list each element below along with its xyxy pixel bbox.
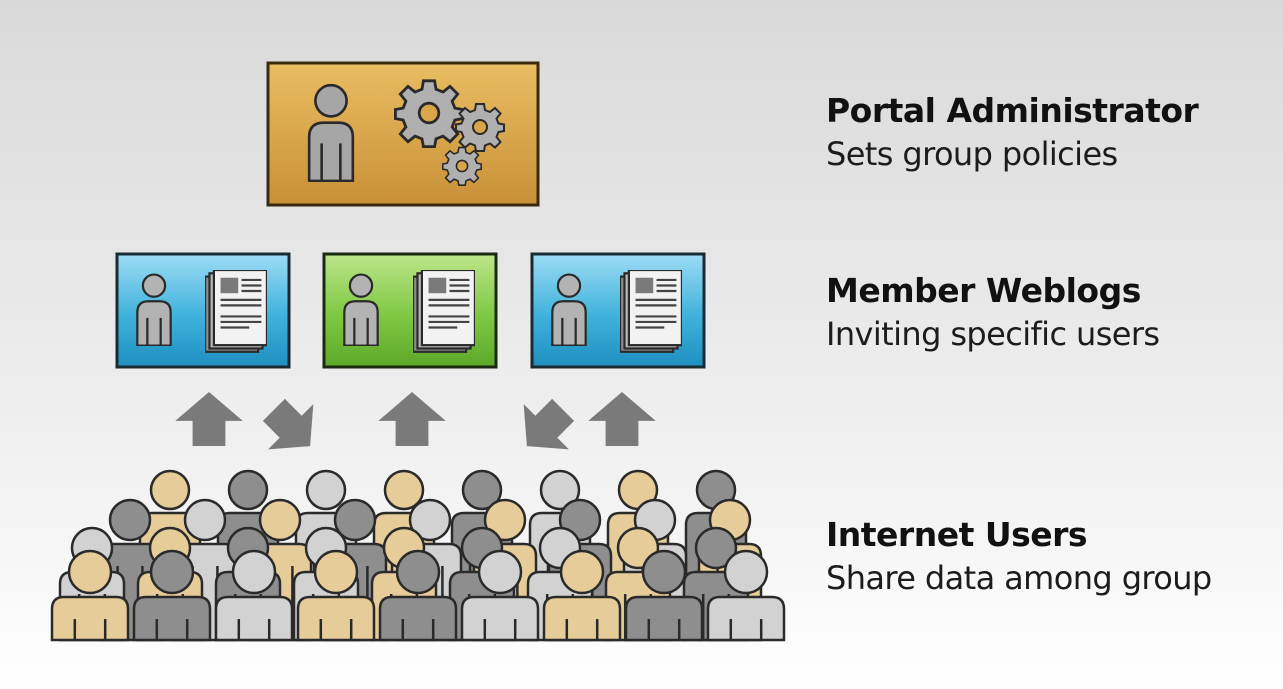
person-icon xyxy=(296,549,376,642)
arrow-up-icon xyxy=(588,392,656,446)
documents-icon xyxy=(205,270,267,353)
caption-member-weblogs: Member Weblogs Inviting specific users xyxy=(826,270,1276,356)
level-title: Internet Users xyxy=(826,515,1088,554)
weblog-box-green-center xyxy=(322,252,498,369)
caption-portal-administrator: Portal Administrator Sets group policies xyxy=(826,90,1276,176)
person-icon xyxy=(343,273,379,346)
level-subtitle: Sets group policies xyxy=(826,135,1118,173)
arrows-row xyxy=(175,387,656,469)
person-icon xyxy=(378,549,458,642)
arrow-diagonal-down-icon xyxy=(504,387,586,469)
person-icon xyxy=(624,549,704,642)
person-icon xyxy=(50,549,130,642)
level-subtitle: Inviting specific users xyxy=(826,315,1160,353)
level-title: Member Weblogs xyxy=(826,271,1141,310)
person-icon xyxy=(542,549,622,642)
level-title: Portal Administrator xyxy=(826,91,1199,130)
person-icon xyxy=(706,549,786,642)
documents-icon xyxy=(413,270,475,353)
person-icon xyxy=(551,273,587,346)
arrow-up-icon xyxy=(378,392,446,446)
person-icon xyxy=(214,549,294,642)
level-subtitle: Share data among group xyxy=(826,559,1212,597)
arrow-diagonal-down-icon xyxy=(251,387,333,469)
caption-internet-users: Internet Users Share data among group xyxy=(826,514,1276,600)
person-icon xyxy=(136,273,172,346)
weblog-box-blue-right xyxy=(530,252,706,369)
arrow-up-icon xyxy=(175,392,243,446)
people-crowd-icon xyxy=(50,469,786,642)
documents-icon xyxy=(620,270,682,353)
person-icon xyxy=(307,83,355,182)
weblog-box-blue-left xyxy=(115,252,291,369)
person-icon xyxy=(132,549,212,642)
admin-box xyxy=(266,61,540,207)
person-icon xyxy=(460,549,540,642)
